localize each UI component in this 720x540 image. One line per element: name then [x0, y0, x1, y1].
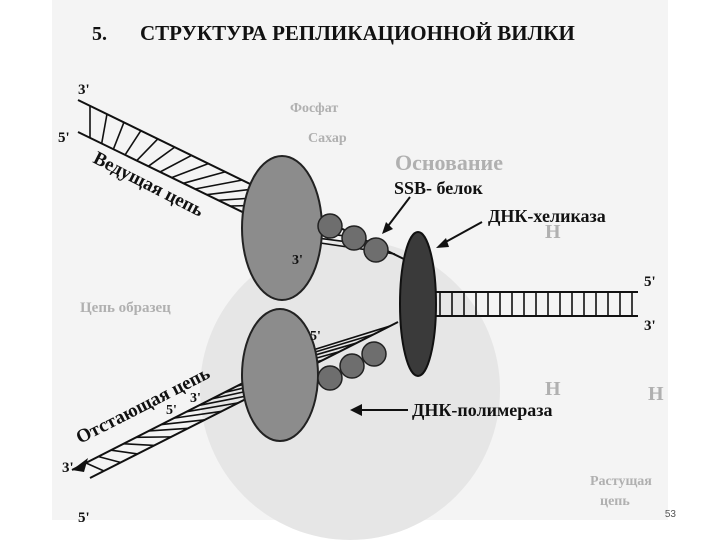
label-helicase: ДНК-хеликаза	[488, 206, 606, 226]
base-pair-rung	[148, 427, 189, 432]
lagging-arrowhead	[72, 458, 88, 472]
label-polymerase: ДНК-полимераза	[412, 400, 553, 420]
base-pair-rung	[98, 455, 122, 464]
ssb-bead	[361, 341, 387, 367]
base-pair-rung	[123, 442, 155, 447]
base-pair-rung	[85, 462, 105, 472]
ghost-text-phosphate: Фосфат	[290, 101, 338, 116]
label-leading-3prime: 3'	[292, 253, 303, 268]
ssb-bead	[317, 213, 343, 239]
dna-helicase	[399, 231, 437, 377]
base-pair-rung	[159, 154, 193, 173]
ssb-bead	[317, 365, 343, 391]
ghost-text-h1: Н	[545, 221, 561, 243]
base-pair-rung	[161, 419, 206, 426]
base-pair-rung	[112, 122, 125, 150]
ghost-text-h2: Н	[545, 378, 561, 400]
label-lagging-5prime: 5'	[166, 403, 177, 418]
ssb-bead	[363, 237, 389, 263]
base-pair-rung	[183, 171, 226, 185]
slide-number: 5.	[92, 23, 107, 45]
ghost-text-h3: Н	[648, 383, 664, 405]
label-top-5prime: 5'	[58, 130, 70, 146]
base-pair-rung	[111, 449, 138, 455]
base-pair-rung	[124, 130, 142, 156]
helicase-pointer-head	[436, 238, 449, 248]
helicase-pointer	[441, 221, 483, 245]
ghost-text-chain: цепь	[600, 494, 630, 509]
ssb-proteins-lower	[317, 341, 387, 391]
ssb-pointer	[384, 196, 411, 231]
ghost-text-base: Основание	[395, 150, 503, 175]
base-pair-rung	[171, 162, 209, 179]
label-ssb: SSB- белок	[394, 178, 483, 198]
base-pair-rung	[194, 179, 243, 190]
parental-base-pairs	[439, 292, 633, 316]
label-bottom-3prime: 3'	[62, 460, 74, 476]
base-pair-rung	[100, 114, 108, 144]
ssb-bead	[339, 353, 365, 379]
ghost-text-template: Цепь образец	[80, 300, 171, 316]
label-lagging-3prime: 3'	[190, 391, 201, 406]
base-pair-rung	[174, 410, 222, 419]
ghost-text-growing: Растущая	[590, 474, 652, 489]
parental-duplex	[420, 291, 638, 317]
label-right-3prime: 3'	[644, 318, 656, 334]
dna-polymerase-leading	[241, 155, 323, 301]
ssb-bead	[341, 225, 367, 251]
base-pair-rung	[186, 401, 239, 413]
label-top-3prime: 3'	[78, 82, 90, 98]
label-bottom-5prime: 5'	[78, 510, 90, 526]
ghost-text-sugar: Сахар	[308, 131, 347, 146]
dna-polymerase-lagging	[241, 308, 319, 442]
base-pair-rung	[147, 146, 176, 167]
label-right-5prime: 5'	[644, 274, 656, 290]
label-pointers	[350, 196, 483, 416]
polymerase-pointer-head	[350, 404, 362, 416]
ssb-proteins-upper	[317, 213, 389, 263]
ssb-pointer-head	[382, 222, 393, 234]
slide-title: СТРУКТУРА РЕПЛИКАЦИОННОЙ ВИЛКИ	[140, 21, 575, 45]
base-pair-rung	[136, 138, 159, 162]
label-lagging-inner-5prime: 5'	[310, 329, 321, 344]
page-number: 53	[664, 509, 676, 520]
